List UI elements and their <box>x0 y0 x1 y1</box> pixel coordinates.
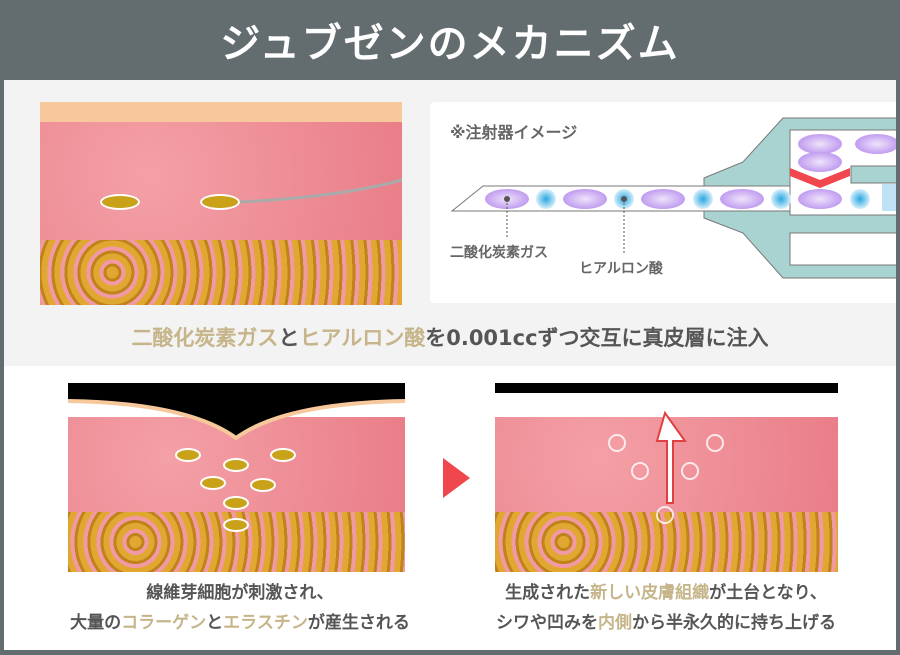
gas-bubble-icon <box>200 194 240 210</box>
hyaluronic-drop <box>771 189 791 209</box>
right-caption: 生成された新しい皮膚組織が土台となり、 シワや凹みを内側から半永久的に持ち上げる <box>496 583 836 633</box>
gas-bubble-icon <box>100 194 140 210</box>
left-caption: 線維芽細胞が刺激され、 大量のコラーゲンとエラスチンが産生される <box>70 583 410 633</box>
skin-lifted-illustration <box>495 383 838 572</box>
next-arrow-icon <box>443 458 470 498</box>
collagen-production-illustration <box>68 383 405 572</box>
page-title: ジュブゼンのメカニズム <box>220 21 680 67</box>
header: ジュブゼンのメカニズム <box>0 0 900 80</box>
gas-bubble <box>720 189 764 209</box>
gas-bubble <box>855 134 899 154</box>
needle-icon <box>239 178 402 204</box>
gas-bubble <box>641 189 685 209</box>
blue-hyaluronic-drops <box>536 189 870 209</box>
lift-arrow-icon <box>655 410 687 504</box>
plunger-valve <box>790 168 850 188</box>
syringe-title: ※注射器イメージ <box>450 123 578 142</box>
gas-bubble <box>798 189 842 209</box>
injection-description: 二酸化炭素ガスとヒアルロン酸を0.001ccずつ交互に真皮層に注入 <box>131 326 769 350</box>
gas-bubble <box>563 189 607 209</box>
hyaluronic-drop <box>850 189 870 209</box>
hyaluronic-drop <box>536 189 556 209</box>
label-hyaluronic: ヒアルロン酸 <box>579 261 663 277</box>
gas-bubble <box>798 134 842 154</box>
label-gas: 二酸化炭素ガス <box>450 245 548 261</box>
hyaluronic-drop <box>693 189 713 209</box>
gas-bubble <box>798 152 842 172</box>
purple-gas-bubbles <box>485 134 899 209</box>
skin-injection-illustration <box>40 102 402 305</box>
